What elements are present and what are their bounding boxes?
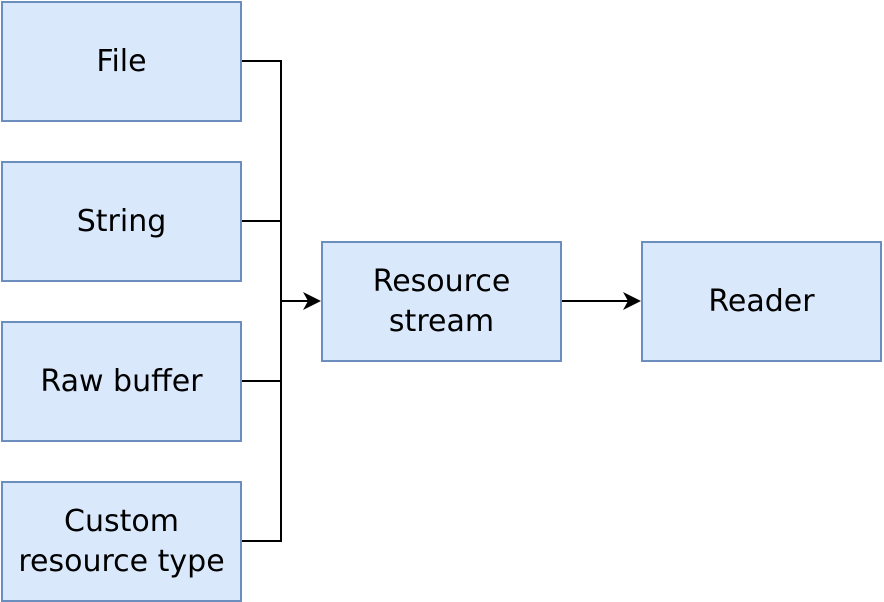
arrowhead-resource-stream [303, 292, 321, 310]
node-string: String [1, 161, 242, 282]
node-raw-buffer: Raw buffer [1, 321, 242, 442]
node-reader: Reader [641, 241, 882, 362]
arrowhead-reader [623, 292, 641, 310]
node-file: File [1, 1, 242, 122]
node-custom-resource-type: Custom resource type [1, 481, 242, 602]
node-resource-stream: Resource stream [321, 241, 562, 362]
